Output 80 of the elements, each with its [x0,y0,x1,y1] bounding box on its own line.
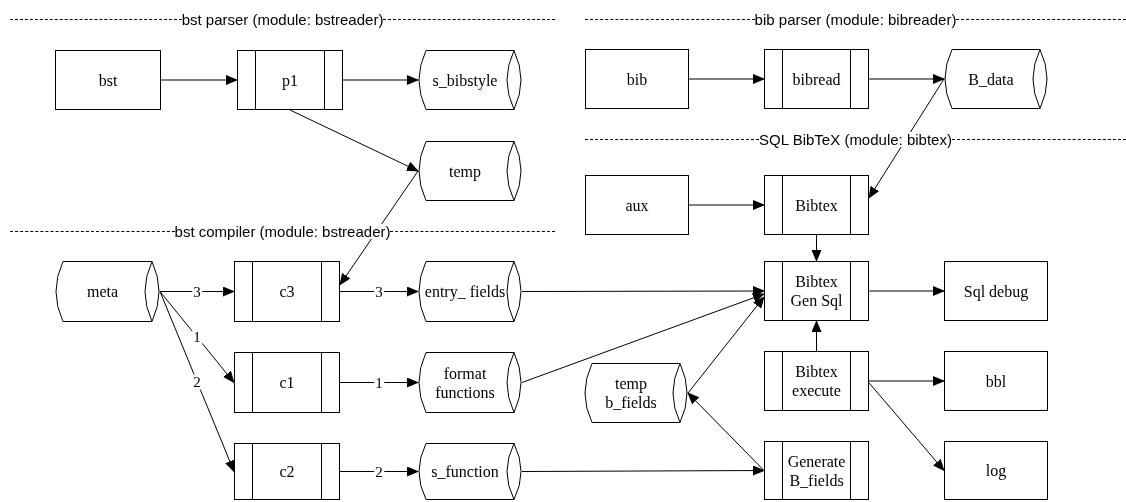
process-box [234,261,340,322]
node-label: format functions [434,363,496,402]
data-store-cylinder [418,352,522,413]
section-label: bst compiler (module: bstreader) [174,223,391,239]
section-label: SQL BibTeX (module: bibtex) [759,131,952,147]
arrow [339,466,419,477]
edge-label: 3 [374,284,384,299]
edge-label: 1 [374,375,384,390]
process-box [234,352,340,413]
node-label: bbl [985,371,1007,391]
data-store-cylinder [418,141,522,201]
node-label: Sql debug [963,281,1029,301]
node-label: bst [98,70,118,90]
data-store-cylinder [55,261,160,322]
arrow [159,291,235,473]
data-store-cylinder [944,49,1048,109]
entity-box [55,50,161,110]
arrow [687,296,765,394]
node-label: s_function [431,462,499,481]
node-label: Bibtex Gen Sql [789,272,844,310]
data-store-cylinder [418,261,522,322]
data-store-cylinder [584,363,688,423]
node-label: B_data [968,69,1014,89]
entity-box [585,49,689,109]
node-label: c2 [279,462,295,481]
arrow [289,109,419,172]
node-label: Generate B_fields [786,451,847,490]
entity-box [944,351,1048,411]
arrow [811,234,822,262]
process-box [764,261,869,321]
arrow [339,170,419,286]
arrow [868,376,945,386]
node-label: temp b_fields [604,374,658,412]
process-box [764,49,869,109]
node-label: log [985,461,1007,480]
edge-label: 1 [192,329,202,345]
node-label: s_bibstyle [432,70,498,90]
node-label: meta [86,282,119,301]
process-box [764,441,869,500]
arrow [868,286,945,296]
arrow [160,75,238,85]
node-label: temp [449,161,481,181]
data-store-cylinder [418,50,522,110]
node-label: bib [626,69,648,89]
section-label: bst parser (module: bstreader) [181,11,384,27]
edge-label: 2 [192,374,202,389]
arrow [339,286,419,297]
arrow [159,291,235,384]
entity-box [944,261,1048,321]
arrow [688,200,765,210]
arrow [159,286,235,297]
arrow [688,74,765,84]
node-label: entry_ fields [424,282,506,301]
arrow [339,377,419,388]
process-box [764,351,869,411]
entity-box [944,441,1048,500]
process-box [234,443,340,500]
node-label: c1 [279,373,295,392]
arrow [811,320,822,352]
arrow [521,293,765,383]
arrow [868,78,945,199]
data-store-cylinder [418,443,522,500]
arrow [342,75,419,85]
node-label: Bibtex [795,195,838,215]
section-label: bib parser (module: bibreader) [754,11,957,27]
edge-label: 3 [192,284,202,299]
arrow [521,286,765,296]
node-label: c3 [279,282,295,301]
arrow [687,392,765,471]
arrow [868,382,945,472]
arrow [868,74,945,84]
node-label: aux [625,195,649,215]
node-label: p1 [282,70,298,90]
entity-box [585,175,689,235]
process-box [237,50,343,110]
arrow [521,465,765,476]
node-label: Bibtex execute [791,362,842,400]
edge-label: 2 [374,464,384,479]
process-box [764,175,869,235]
node-label: bibread [792,69,841,89]
